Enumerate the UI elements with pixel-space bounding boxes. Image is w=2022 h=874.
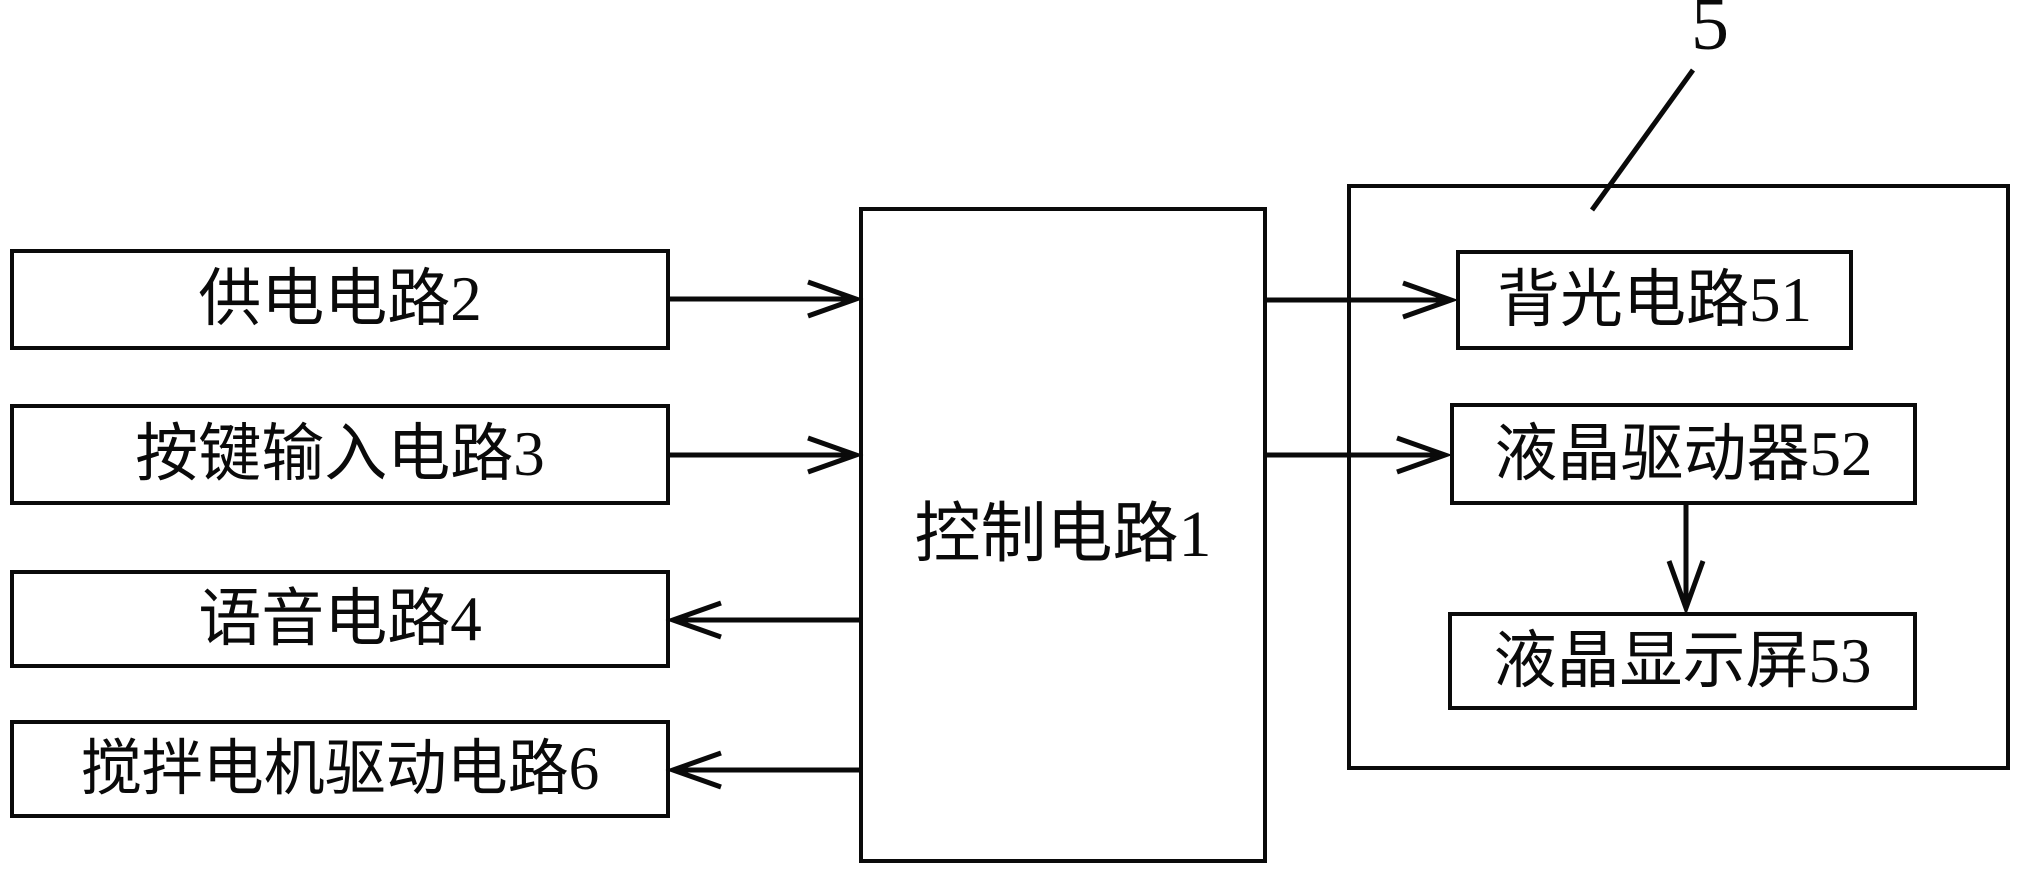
node-label: 按键输入电路3 xyxy=(135,419,545,489)
node-label: 语音电路4 xyxy=(198,583,482,654)
node-voice-circuit-4: 语音电路4 xyxy=(10,570,670,668)
arrow-power-to-control xyxy=(670,279,864,319)
node-label: 搅拌电机驱动电路6 xyxy=(80,735,600,803)
node-mixer-motor-drive-circuit-6: 搅拌电机驱动电路6 xyxy=(10,720,670,818)
arrow-control-to-mixer xyxy=(665,750,859,790)
node-label: 液晶显示屏53 xyxy=(1493,625,1872,696)
node-control-circuit-1: 控制电路1 xyxy=(859,207,1267,863)
node-backlight-circuit-51: 背光电路51 xyxy=(1456,250,1853,350)
node-label: 液晶驱动器52 xyxy=(1494,418,1873,489)
node-label: 供电电路2 xyxy=(198,264,482,334)
arrow-control-to-voice xyxy=(665,600,859,640)
node-label: 背光电路51 xyxy=(1497,264,1812,335)
node-power-supply-circuit-2: 供电电路2 xyxy=(10,249,670,350)
node-label: 控制电路1 xyxy=(914,498,1212,571)
node-lcd-driver-52: 液晶驱动器52 xyxy=(1450,403,1917,505)
node-lcd-screen-53: 液晶显示屏53 xyxy=(1448,612,1917,710)
arrow-keys-to-control xyxy=(670,435,864,475)
node-key-input-circuit-3: 按键输入电路3 xyxy=(10,404,670,505)
reference-numeral-5: 5 xyxy=(1691,0,1729,66)
